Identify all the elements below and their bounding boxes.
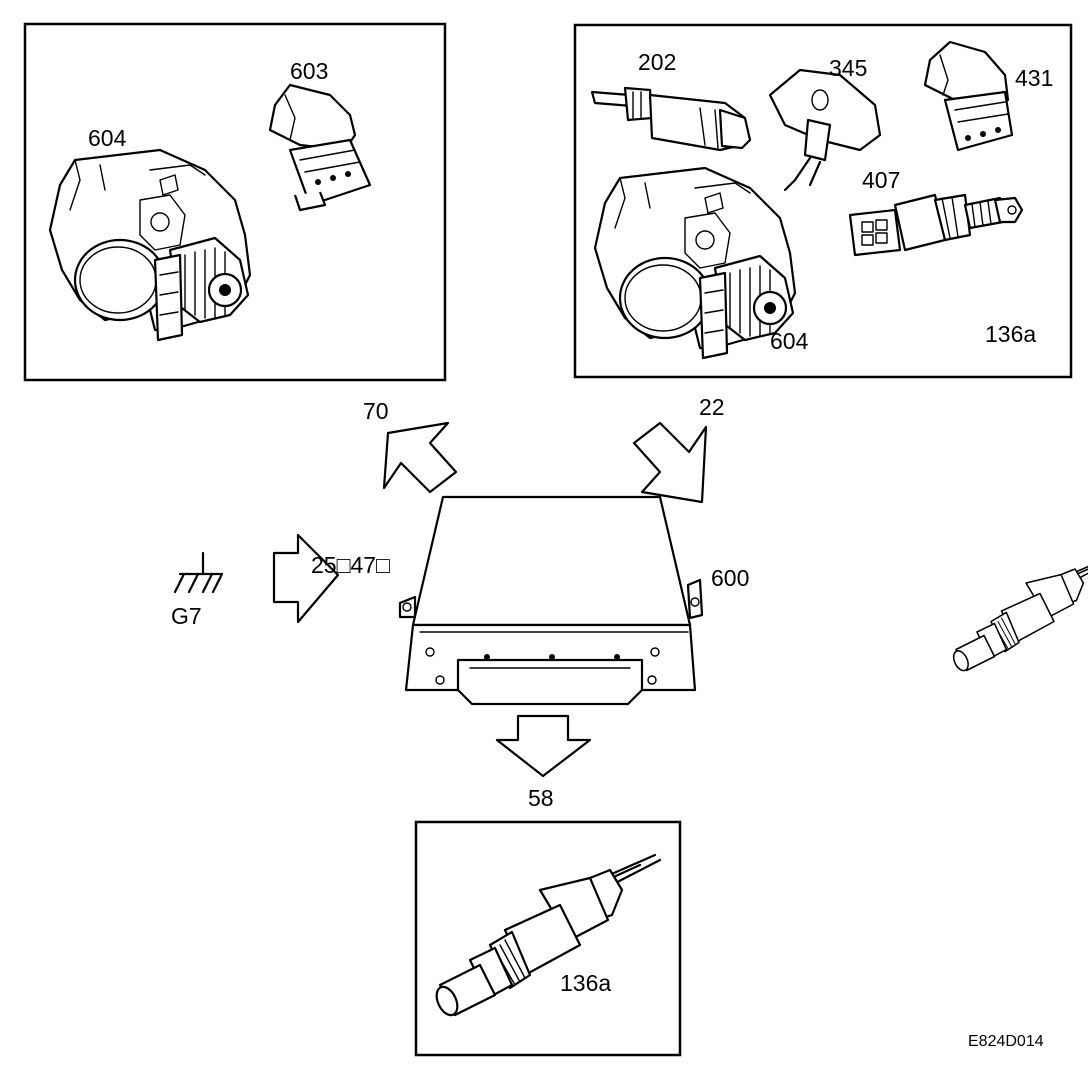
sensor-345 — [768, 68, 882, 192]
sensor-603 — [268, 83, 372, 212]
panel-bottom — [414, 820, 682, 1057]
oxygen-sensor-top — [949, 557, 1088, 674]
label-70: 70 — [363, 398, 389, 424]
label-136a-top: 136a — [985, 321, 1036, 347]
label-407: 407 — [862, 167, 900, 193]
ground-symbol-g7 — [173, 551, 224, 594]
label-22: 22 — [699, 394, 725, 420]
oxygen-sensor-bottom — [431, 853, 662, 1020]
label-604-left: 604 — [88, 125, 127, 151]
control-module-600 — [398, 495, 704, 706]
label-431: 431 — [1015, 65, 1053, 91]
panel-top-left — [23, 22, 447, 382]
arrow-58 — [495, 714, 592, 778]
label-345: 345 — [829, 55, 867, 81]
sensor-407 — [848, 193, 1024, 257]
arrow-22 — [632, 421, 708, 504]
arrow-70 — [382, 421, 458, 494]
label-202: 202 — [638, 49, 676, 75]
arrow-right-input — [272, 533, 340, 624]
sensor-431 — [923, 40, 1014, 152]
sensor-202 — [590, 86, 752, 152]
label-pins: 25□47□ — [311, 552, 390, 578]
figure-code: E824D014 — [968, 1033, 1044, 1050]
throttle-body-left — [48, 148, 252, 342]
panel-top-right — [573, 23, 1073, 379]
label-603: 603 — [290, 58, 328, 84]
label-58: 58 — [528, 785, 554, 811]
label-136a-bottom: 136a — [560, 970, 611, 996]
label-604-right: 604 — [770, 328, 809, 354]
label-g7: G7 — [171, 603, 202, 629]
label-600: 600 — [711, 565, 749, 591]
throttle-body-right — [593, 166, 797, 360]
